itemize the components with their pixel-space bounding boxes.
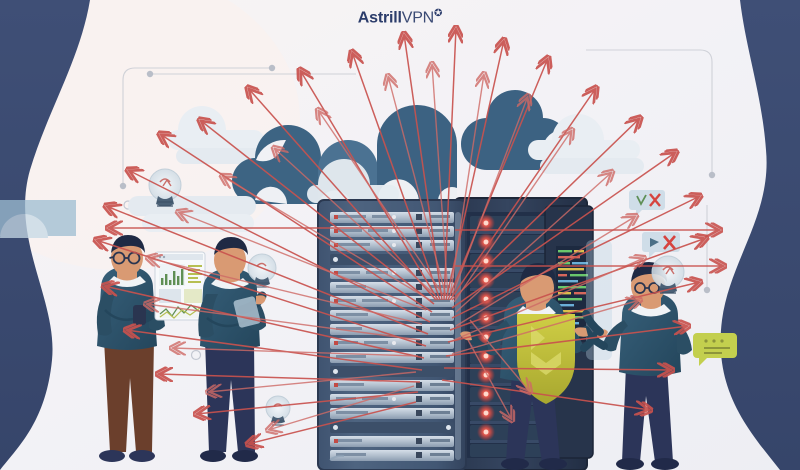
brand-logo-mark: ✪ xyxy=(434,8,443,19)
blocked-message-bubble-1 xyxy=(629,190,665,216)
analytics-panel xyxy=(154,251,206,321)
frame-line-left xyxy=(122,67,272,186)
cloud-pale-centre xyxy=(307,159,399,203)
idea-bulb-4 xyxy=(651,255,685,294)
panel-text-rows xyxy=(188,265,202,283)
brand-logo-light: VPN xyxy=(401,9,435,27)
panel-bar-chart xyxy=(159,264,185,286)
decorative-wave-left xyxy=(0,0,90,470)
brand-logo: AstrillVPN✪ xyxy=(0,8,800,27)
cloud-pale-right xyxy=(528,114,644,174)
brand-logo-bold: Astrill xyxy=(357,9,402,27)
allowed-message-bubble xyxy=(693,333,737,366)
frame-line-right xyxy=(586,49,713,175)
decorative-wave-right xyxy=(720,0,800,470)
cloud-blue-bottom-left xyxy=(0,200,76,238)
figure-operator-right xyxy=(574,262,692,470)
blade-indicators xyxy=(334,214,450,458)
frame-dots xyxy=(119,64,716,294)
